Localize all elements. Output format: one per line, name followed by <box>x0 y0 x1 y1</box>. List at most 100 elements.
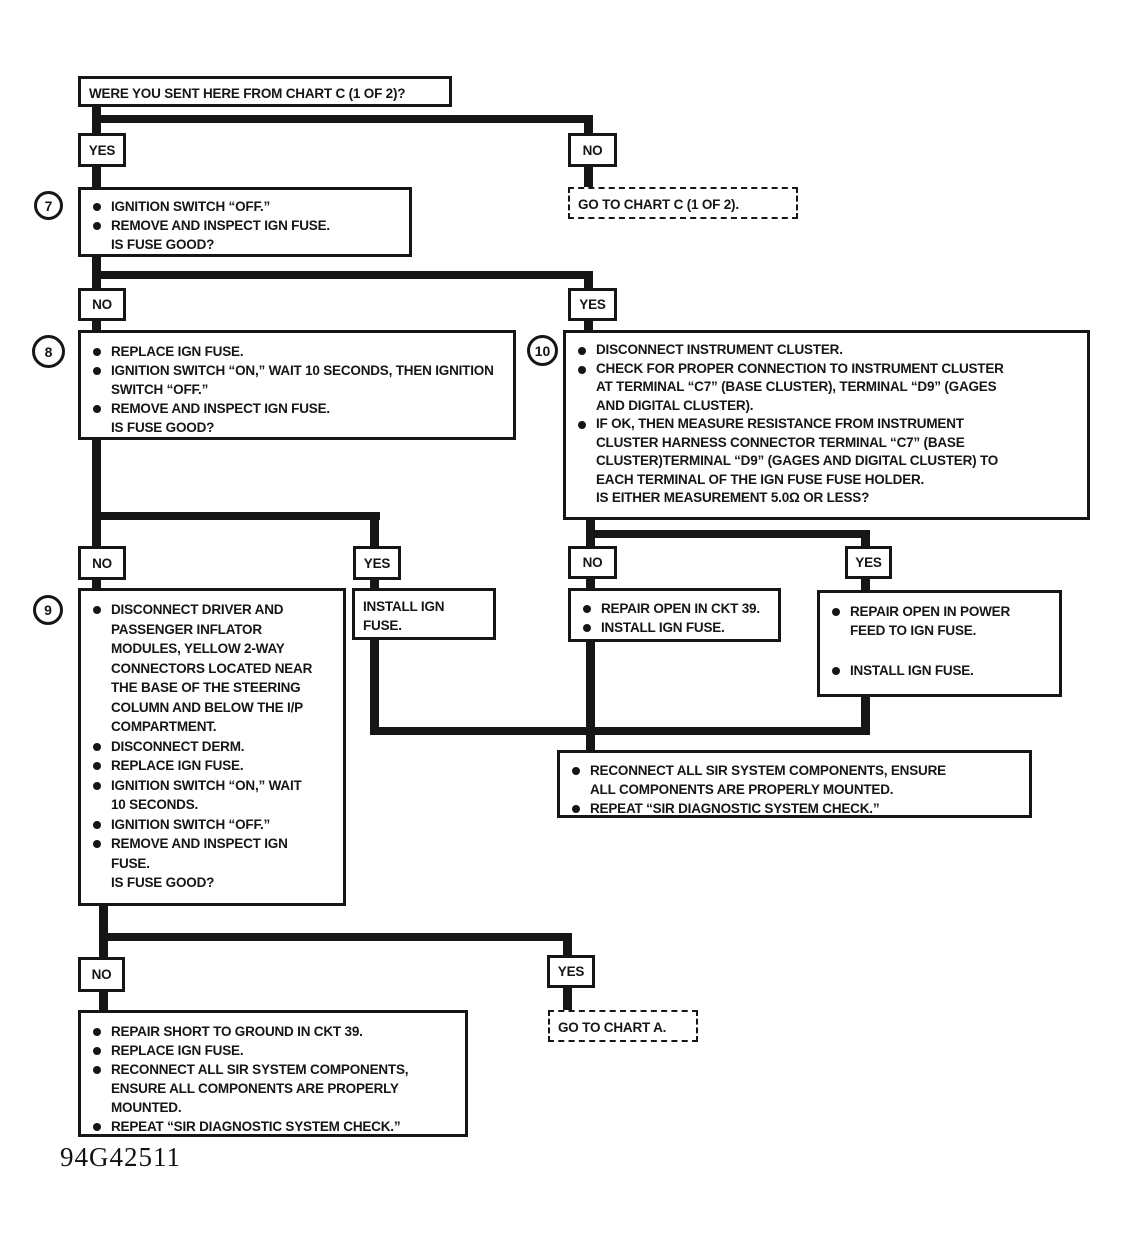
connector-yes3-install <box>370 580 379 588</box>
step-7-bullet: IGNITION SWITCH “OFF.” <box>111 199 271 214</box>
no-text: NO <box>92 297 112 312</box>
repair-short-bullet: RECONNECT ALL SIR SYSTEM COMPONENTS, ENS… <box>111 1062 409 1115</box>
no-label-5: NO <box>78 957 125 992</box>
step-9-bullet: DISCONNECT DERM. <box>111 738 245 754</box>
figure-code: 94G42511 <box>60 1142 181 1172</box>
connector-yes5-charta <box>563 988 572 1010</box>
no-text: NO <box>582 555 603 570</box>
step-10-box: DISCONNECT INSTRUMENT CLUSTER. CHECK FOR… <box>563 330 1090 520</box>
connector-merge-bus <box>370 727 870 735</box>
connector-split5-no <box>99 941 108 957</box>
bullet-dot-icon <box>832 608 840 616</box>
connector-step10-stub <box>586 520 595 531</box>
list-item: REMOVE AND INSPECT IGN FUSE. <box>81 834 319 873</box>
connector-start-stub <box>92 106 101 116</box>
reconnect-sir-box: RECONNECT ALL SIR SYSTEM COMPONENTS, ENS… <box>557 750 1032 818</box>
goto-chart-c-box: GO TO CHART C (1 OF 2). <box>568 187 798 219</box>
list-item: IGNITION SWITCH “ON,” WAIT 10 SECONDS. <box>81 776 319 815</box>
connector-ckt39-reconnect <box>586 642 595 750</box>
connector-no3-step9 <box>92 580 101 588</box>
yes-label-2: YES <box>568 288 617 321</box>
step-8-box: REPLACE IGN FUSE. IGNITION SWITCH “ON,” … <box>78 330 516 440</box>
list-item: IGNITION SWITCH “OFF.” <box>81 815 319 835</box>
yes-label-5: YES <box>547 955 595 988</box>
step-9-circle: 9 <box>33 595 63 625</box>
list-item: REPLACE IGN FUSE. <box>81 342 509 361</box>
connector-no2-step8 <box>92 321 101 330</box>
list-item: REPEAT “SIR DIAGNOSTIC SYSTEM CHECK.” <box>81 1117 433 1136</box>
bullet-dot-icon <box>93 742 101 751</box>
bullet-dot-icon <box>832 667 840 675</box>
list-item: DISCONNECT INSTRUMENT CLUSTER. <box>566 341 1016 360</box>
repair-ckt39-bullet: INSTALL IGN FUSE. <box>601 620 725 635</box>
connector-split4-yes <box>861 538 870 546</box>
reconnect-bullet: RECONNECT ALL SIR SYSTEM COMPONENTS, ENS… <box>590 763 946 797</box>
list-item: IF OK, THEN MEASURE RESISTANCE FROM INST… <box>566 415 1016 489</box>
bullet-dot-icon <box>93 606 101 614</box>
step-9-bullet: DISCONNECT DRIVER AND PASSENGER INFLATOR… <box>111 602 313 734</box>
goto-chart-a-box: GO TO CHART A. <box>548 1010 698 1042</box>
bullet-dot-icon <box>93 405 101 413</box>
connector-split5-bar <box>99 933 572 941</box>
connector-split1-bar <box>92 115 593 123</box>
step-7-box: IGNITION SWITCH “OFF.” REMOVE AND INSPEC… <box>78 187 412 257</box>
bullet-dot-icon <box>93 222 101 230</box>
step-9-bullet: IGNITION SWITCH “OFF.” <box>111 816 271 832</box>
install-ign-fuse-box: INSTALL IGN FUSE. <box>352 588 496 640</box>
step-7-bullet: REMOVE AND INSPECT IGN FUSE. <box>111 218 330 233</box>
bullet-dot-icon <box>93 203 101 211</box>
step-7-number: 7 <box>44 197 53 214</box>
list-item: IGNITION SWITCH “OFF.” <box>81 197 409 216</box>
connector-yes1-step7 <box>92 167 101 187</box>
connector-split3-yes <box>370 520 379 546</box>
yes-text: YES <box>855 555 882 570</box>
connector-split4-bar <box>586 530 870 538</box>
step-10-number: 10 <box>534 342 551 359</box>
connector-no5-repairshort <box>99 992 108 1010</box>
bullet-dot-icon <box>93 348 101 356</box>
yes-label-1: YES <box>78 133 126 167</box>
bullet-dot-icon <box>583 624 591 632</box>
list-item: REMOVE AND INSPECT IGN FUSE. <box>81 399 509 418</box>
goto-chart-c-text: GO TO CHART C (1 OF 2). <box>578 197 739 212</box>
bullet-dot-icon <box>93 1066 101 1074</box>
connector-split1-no <box>584 123 593 133</box>
no-label-1: NO <box>568 133 617 167</box>
bullet-dot-icon <box>93 367 101 375</box>
yes-text: YES <box>363 555 391 571</box>
repair-open-power-feed-box: REPAIR OPEN IN POWER FEED TO IGN FUSE. I… <box>817 590 1062 697</box>
connector-split1-yes <box>92 123 101 133</box>
yes-text: YES <box>88 142 116 158</box>
list-item: RECONNECT ALL SIR SYSTEM COMPONENTS, ENS… <box>560 761 960 799</box>
list-item: REPEAT “SIR DIAGNOSTIC SYSTEM CHECK.” <box>560 799 960 818</box>
step-10-bullet: IF OK, THEN MEASURE RESISTANCE FROM INST… <box>596 416 999 487</box>
bullet-dot-icon <box>578 347 586 355</box>
list-item: RECONNECT ALL SIR SYSTEM COMPONENTS, ENS… <box>81 1060 433 1117</box>
list-item: INSTALL IGN FUSE. <box>820 661 1030 680</box>
connector-step9-stub <box>99 906 108 935</box>
bullet-dot-icon <box>93 820 101 829</box>
step-8-number: 8 <box>44 343 53 360</box>
step-9-question: IS FUSE GOOD? <box>111 875 215 890</box>
repair-short-bullet: REPLACE IGN FUSE. <box>111 1043 244 1058</box>
list-item: DISCONNECT DRIVER AND PASSENGER INFLATOR… <box>81 600 319 737</box>
step-9-bullet: REPLACE IGN FUSE. <box>111 758 244 773</box>
repair-power-bullet: INSTALL IGN FUSE. <box>850 663 974 678</box>
step-10-question: IS EITHER MEASUREMENT 5.0Ω OR LESS? <box>596 490 870 505</box>
step-10-bullet: DISCONNECT INSTRUMENT CLUSTER. <box>596 342 843 357</box>
step-7-circle: 7 <box>34 191 63 220</box>
no-text: NO <box>582 142 603 158</box>
bullet-dot-icon <box>93 762 101 770</box>
step-9-number: 9 <box>44 602 52 618</box>
repair-short-bullet: REPEAT “SIR DIAGNOSTIC SYSTEM CHECK.” <box>111 1119 401 1134</box>
connector-no4-ckt39 <box>586 579 595 588</box>
connector-yes4-power <box>861 579 870 590</box>
step-10-bullet: CHECK FOR PROPER CONNECTION TO INSTRUMEN… <box>596 360 1004 413</box>
connector-step7-stub <box>92 257 101 272</box>
connector-no1-chartc <box>584 167 593 187</box>
yes-label-4: YES <box>845 546 892 579</box>
connector-split2-yes <box>584 279 593 288</box>
no-text: NO <box>91 967 112 982</box>
yes-label-3: YES <box>353 546 401 580</box>
